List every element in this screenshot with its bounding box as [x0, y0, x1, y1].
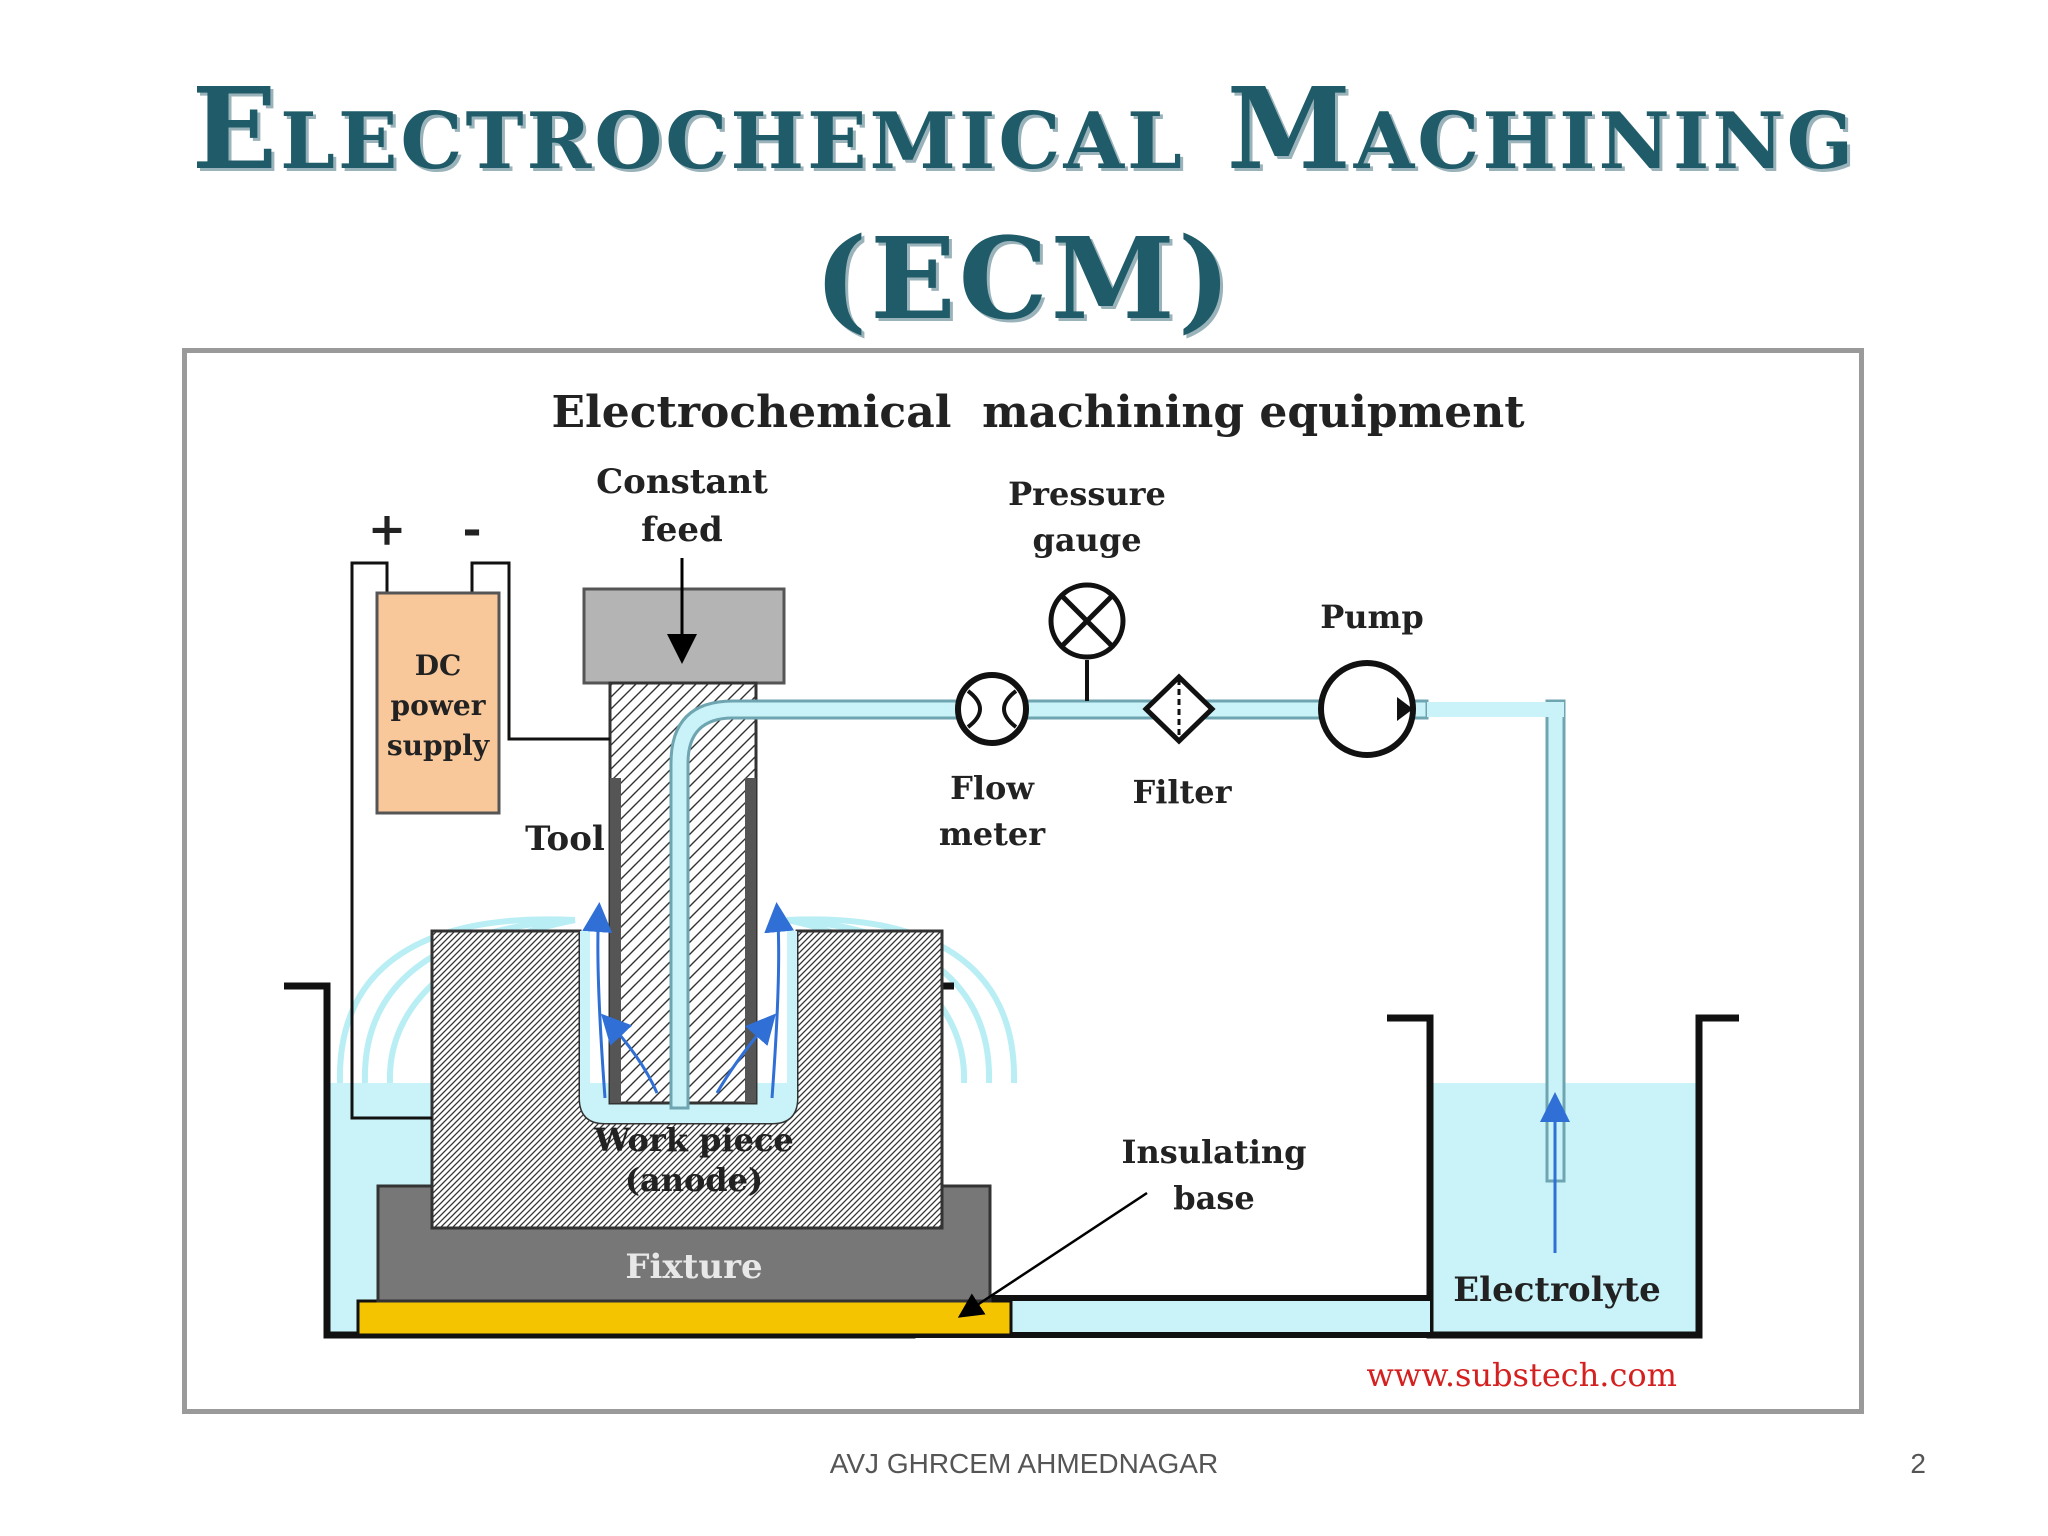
page-number: 2: [1910, 1448, 1926, 1479]
positive-wire: [350, 561, 432, 1120]
dc-label-1: DC: [415, 649, 462, 682]
pressure-gauge-label-1: Pressure: [1008, 475, 1166, 513]
insulating-base: [356, 1299, 1013, 1337]
negative-wire: [470, 561, 610, 741]
flow-meter-label-1: Flow: [950, 769, 1035, 807]
source-credit: www.substech.com: [1366, 1356, 1677, 1394]
filter-icon: [1142, 673, 1216, 745]
title-line-1: Electrochemical Machining: [191, 64, 1857, 195]
flow-arrows: [582, 902, 1570, 1253]
filter-label: Filter: [1132, 773, 1232, 811]
slide-title: Electrochemical Machining (ECM): [0, 55, 2048, 355]
feed-block: [582, 587, 786, 685]
insulating-base-label-2: base: [1173, 1179, 1254, 1217]
work-piece-label-1: Work piece: [593, 1121, 794, 1159]
electrolyte-tank: [1387, 1014, 1739, 1339]
flow-meter-label-2: meter: [939, 815, 1046, 853]
flow-meter-icon: [955, 672, 1029, 746]
pipe-joint: [1427, 702, 1564, 717]
minus-sign: -: [462, 502, 481, 556]
title-line-2: (ECM): [814, 214, 1234, 345]
pump-icon: [1318, 660, 1416, 758]
dc-label-2: power: [391, 689, 487, 722]
dc-power-supply: [375, 591, 501, 815]
constant-feed-label-2: feed: [641, 510, 723, 550]
tool-electrolyte-channel: [669, 699, 1429, 1110]
insulating-base-label-1: Insulating: [1122, 1133, 1307, 1171]
ecm-diagram: Electrochemical machining equipment Fixt…: [284, 387, 1739, 1394]
fixture-label: Fixture: [625, 1247, 762, 1287]
pressure-gauge-label-2: gauge: [1032, 521, 1141, 559]
tool-insulation-left: [610, 778, 621, 1103]
diagram-heading: Electrochemical machining equipment: [551, 387, 1525, 438]
plus-sign: +: [368, 502, 407, 556]
footer-text: AVJ GHRCEM AHMEDNAGAR: [829, 1448, 1219, 1479]
pump-label: Pump: [1320, 598, 1424, 636]
pressure-gauge-icon: [1048, 582, 1126, 660]
tool-label: Tool: [525, 819, 605, 859]
constant-feed-label-1: Constant: [596, 462, 768, 502]
insulating-base-pointer: [957, 1191, 1148, 1318]
ecm-diagram-figure: Electrochemical machining equipment Fixt…: [182, 348, 1864, 1414]
work-piece-label-2: (anode): [625, 1161, 763, 1199]
dc-label-3: supply: [387, 729, 490, 762]
electrolyte-label: Electrolyte: [1453, 1270, 1660, 1310]
tool-insulation-right: [745, 778, 756, 1103]
